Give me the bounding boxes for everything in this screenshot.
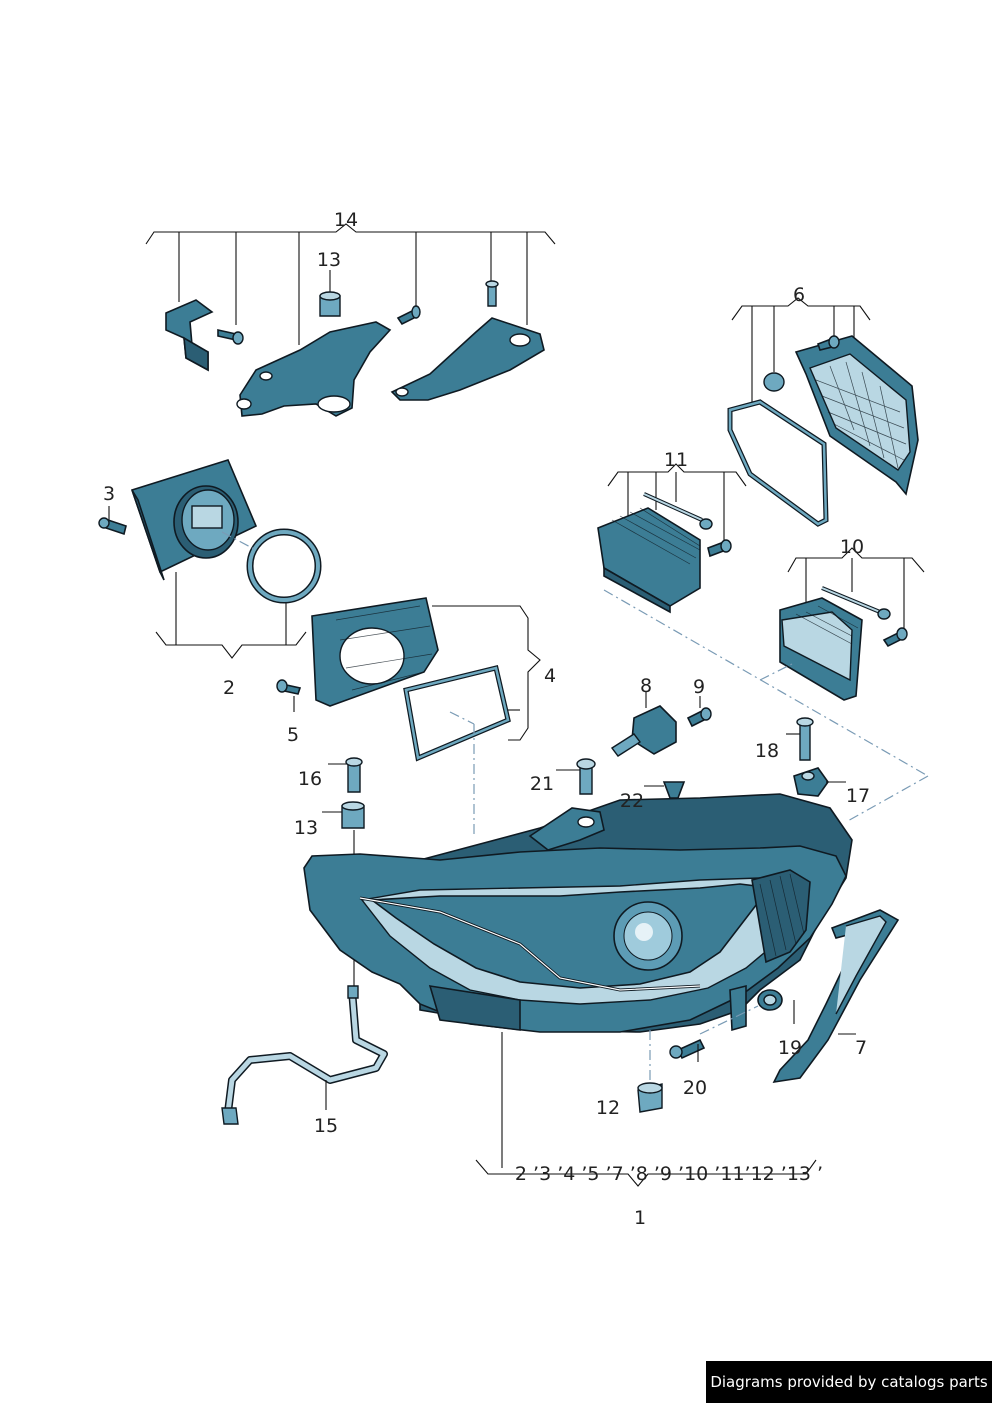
trim-and-fittings <box>221 909 900 1125</box>
label-19: 19 <box>778 1037 802 1059</box>
label-17: 17 <box>846 785 870 807</box>
brace-1 <box>475 1159 817 1187</box>
small-parts <box>322 692 846 856</box>
label-3: 3 <box>103 483 115 505</box>
label-11: 11 <box>664 449 688 471</box>
label-9: 9 <box>693 676 705 698</box>
label-22: 22 <box>620 790 644 812</box>
label-21: 21 <box>530 773 554 795</box>
label-8: 8 <box>640 675 652 697</box>
label-13-top: 13 <box>317 249 341 271</box>
label-16: 16 <box>298 768 322 790</box>
label-20: 20 <box>683 1077 707 1099</box>
credit-banner: Diagrams provided by catalogs parts <box>706 1361 992 1403</box>
label-10: 10 <box>840 536 864 558</box>
callout-labels: 14 13 6 11 3 10 4 2 8 9 5 18 16 21 17 22… <box>103 209 870 1229</box>
group-10-control-unit <box>779 547 925 701</box>
group-11-control-unit <box>597 463 747 614</box>
label-2: 2 <box>223 677 235 699</box>
label-14: 14 <box>334 209 358 231</box>
group-4-frame <box>276 597 541 836</box>
label-6: 6 <box>793 284 805 306</box>
label-includes-list: 2 ’3 ’4 ’5 ’7 ’8 ’9 ’10 ’11’12 ’13 ’ <box>515 1163 823 1185</box>
label-12: 12 <box>596 1097 620 1119</box>
group-6-cover <box>727 297 919 527</box>
group-2-led-module <box>98 459 322 659</box>
label-7: 7 <box>855 1037 867 1059</box>
label-15: 15 <box>314 1115 338 1137</box>
headlamp-main <box>303 793 853 1168</box>
label-4: 4 <box>544 665 556 687</box>
connector-lines <box>585 589 929 823</box>
label-1: 1 <box>634 1207 646 1229</box>
label-5: 5 <box>287 724 299 746</box>
label-13-bottom: 13 <box>294 817 318 839</box>
group-14-brackets <box>145 223 556 417</box>
label-18: 18 <box>755 740 779 762</box>
